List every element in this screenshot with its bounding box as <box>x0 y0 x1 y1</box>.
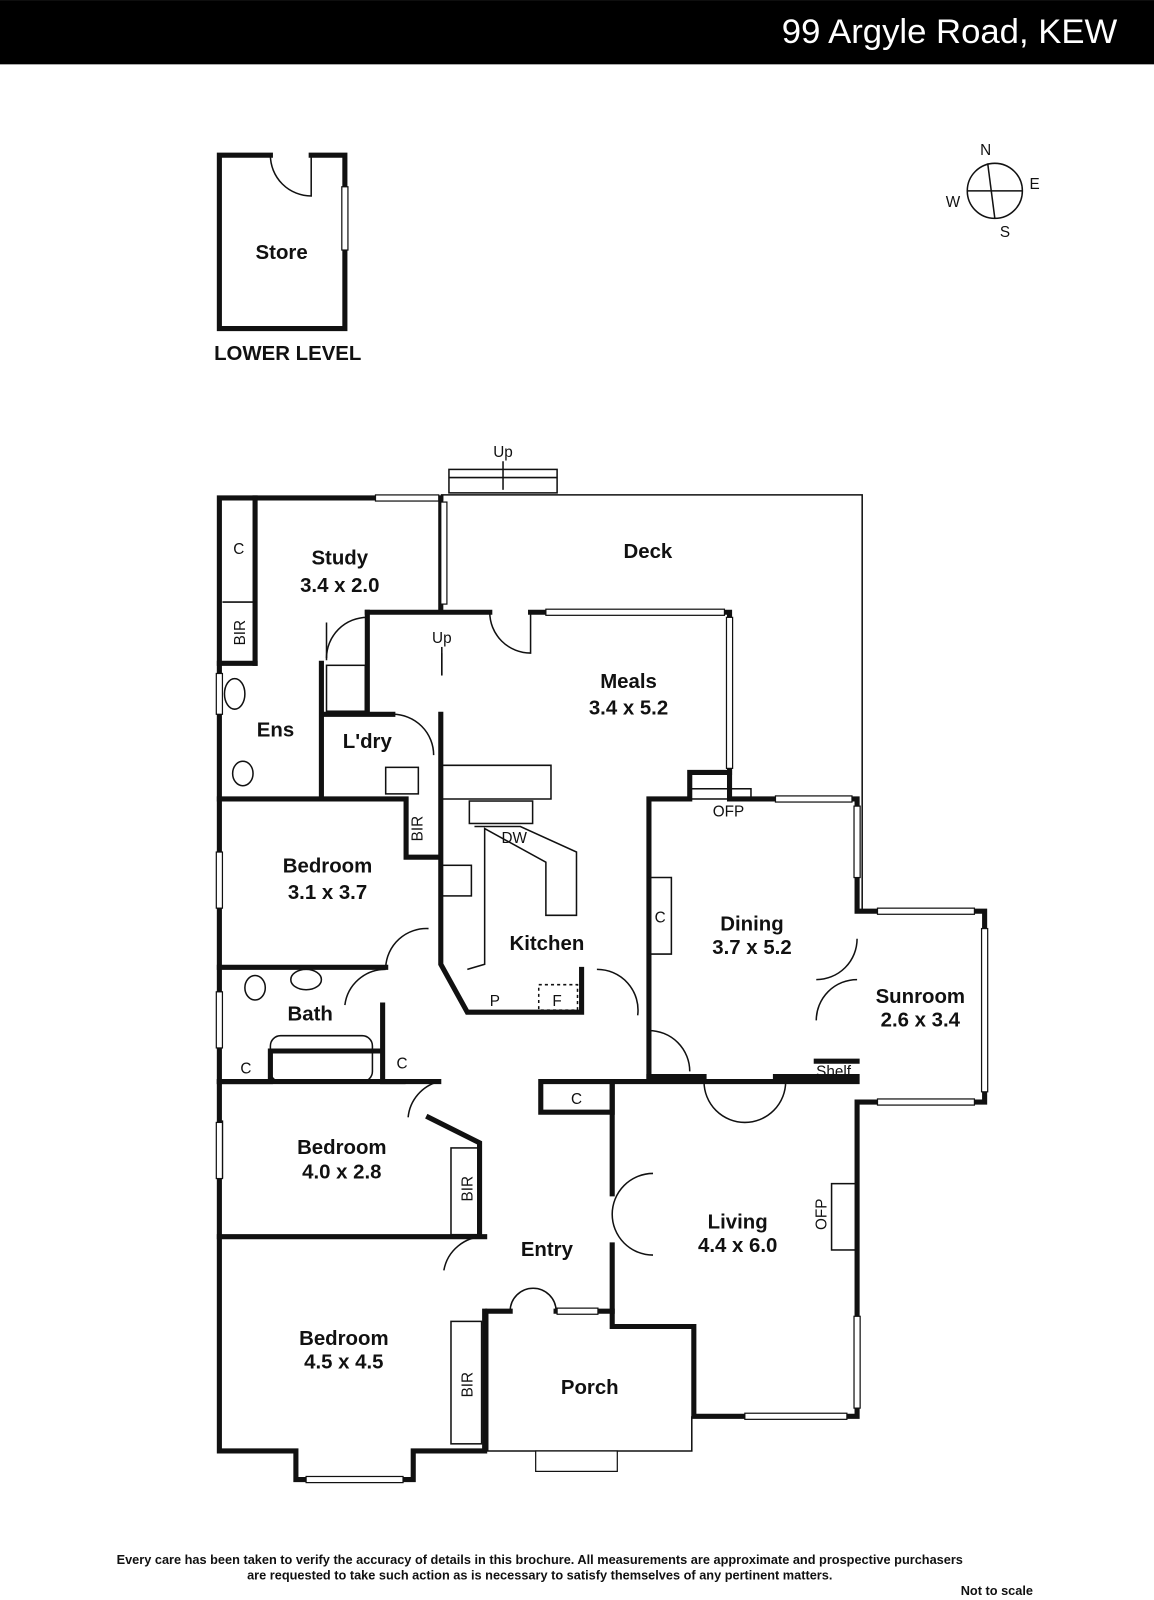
bedroom-3-label: Bedroom <box>299 1328 388 1350</box>
sunroom-label: Sunroom <box>876 986 966 1008</box>
svg-text:Up: Up <box>432 630 452 647</box>
svg-text:F: F <box>552 993 561 1010</box>
svg-text:3.1 x 3.7: 3.1 x 3.7 <box>288 882 367 904</box>
doors <box>325 612 858 1312</box>
svg-text:C: C <box>396 1055 407 1072</box>
compass-icon: N E S W <box>946 142 1040 241</box>
kitchen-label: Kitchen <box>510 933 585 955</box>
svg-text:BIR: BIR <box>409 816 426 841</box>
svg-text:OFP: OFP <box>713 803 744 820</box>
svg-text:2.6 x 3.4: 2.6 x 3.4 <box>881 1010 961 1032</box>
lower-level-label: LOWER LEVEL <box>214 343 361 365</box>
svg-text:Store: Store <box>256 242 308 264</box>
laundry-label: L'dry <box>343 731 393 753</box>
svg-text:C: C <box>233 541 244 558</box>
svg-text:OFP: OFP <box>813 1199 830 1230</box>
svg-text:4.4 x 6.0: 4.4 x 6.0 <box>698 1235 777 1257</box>
store-room: Store LOWER LEVEL <box>214 152 361 365</box>
room-labels: Study 3.4 x 2.0 Meals 3.4 x 5.2 Ens L'dr… <box>257 547 965 1399</box>
svg-text:P: P <box>490 993 500 1010</box>
page-title: 99 Argyle Road, KEW <box>782 13 1118 51</box>
svg-text:DW: DW <box>501 830 527 847</box>
svg-text:4.0 x 2.8: 4.0 x 2.8 <box>302 1162 381 1184</box>
svg-text:3.4 x 5.2: 3.4 x 5.2 <box>589 697 668 719</box>
svg-text:N: N <box>980 142 991 159</box>
svg-text:Deck: Deck <box>624 541 673 563</box>
scale-note: Not to scale <box>961 1583 1033 1598</box>
fixtures <box>223 622 858 1251</box>
svg-text:Up: Up <box>493 444 513 461</box>
svg-text:BIR: BIR <box>232 620 249 645</box>
meals-label: Meals <box>600 671 657 693</box>
svg-text:E: E <box>1030 176 1040 193</box>
entry-label: Entry <box>521 1239 574 1261</box>
svg-text:Shelf: Shelf <box>816 1064 852 1081</box>
bath-label: Bath <box>288 1003 333 1025</box>
bedroom-1-label: Bedroom <box>283 855 372 877</box>
svg-text:C: C <box>240 1060 251 1077</box>
svg-text:3.7 x 5.2: 3.7 x 5.2 <box>712 937 791 959</box>
svg-text:4.5 x 4.5: 4.5 x 4.5 <box>304 1351 383 1373</box>
disclaimer-line-1: Every care has been taken to verify the … <box>117 1552 963 1567</box>
study-label: Study <box>311 547 368 569</box>
deck: Up Deck <box>440 444 863 912</box>
svg-text:3.4 x 2.0: 3.4 x 2.0 <box>300 575 379 597</box>
svg-text:W: W <box>946 194 961 211</box>
living-label: Living <box>708 1212 768 1234</box>
svg-text:BIR: BIR <box>459 1372 476 1397</box>
fixture-labels: C BIR Up BIR DW OFP C P F C C C Shelf BI… <box>232 541 852 1445</box>
disclaimer-line-2: are requested to take such action as is … <box>247 1568 832 1583</box>
svg-text:C: C <box>655 909 666 926</box>
svg-text:S: S <box>1000 224 1010 241</box>
header-bar <box>0 0 1154 65</box>
svg-text:BIR: BIR <box>459 1176 476 1201</box>
bedroom-2-label: Bedroom <box>297 1137 387 1159</box>
dining-label: Dining <box>720 914 783 936</box>
svg-text:C: C <box>571 1091 582 1108</box>
ens-label: Ens <box>257 720 294 742</box>
porch-label: Porch <box>561 1377 619 1399</box>
windows <box>215 494 989 1484</box>
